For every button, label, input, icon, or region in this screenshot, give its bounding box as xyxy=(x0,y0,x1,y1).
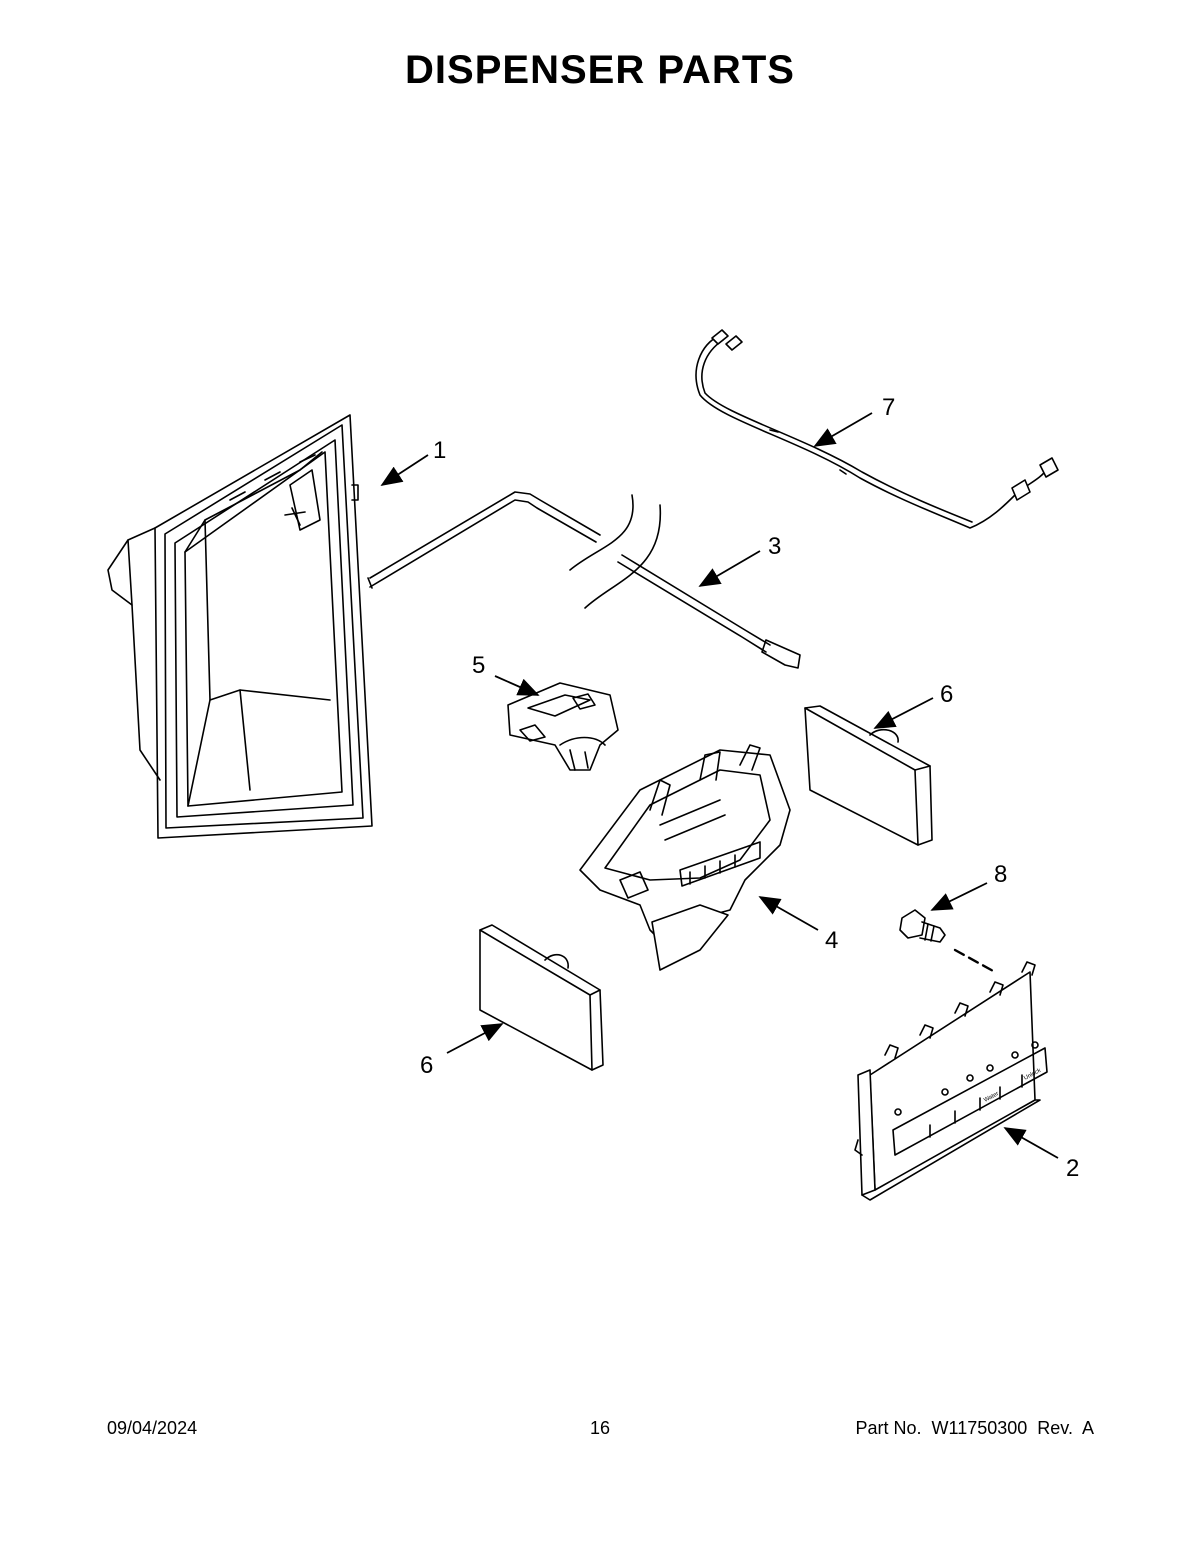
wire-harness-part xyxy=(695,329,1059,529)
page-title: DISPENSER PARTS xyxy=(405,48,795,92)
paddle-left-part xyxy=(479,924,604,1071)
arrow-7 xyxy=(813,412,873,447)
callout-6-left: 6 xyxy=(420,1052,433,1079)
footer-part-number: Part No. W11750300 Rev. A xyxy=(855,1418,1094,1438)
callout-arrows xyxy=(380,412,1059,1159)
footer-date: 09/04/2024 xyxy=(107,1418,198,1438)
arrow-3 xyxy=(698,550,761,587)
callout-6-right: 6 xyxy=(940,681,953,708)
arrow-1 xyxy=(380,454,429,486)
callout-labels: 1 2 3 4 5 6 6 7 8 xyxy=(420,394,1079,1182)
screw-part xyxy=(899,909,997,974)
arrow-5 xyxy=(494,675,540,696)
footer-page-number: 16 xyxy=(589,1418,611,1438)
callout-3: 3 xyxy=(768,533,781,560)
arrow-6-left xyxy=(446,1023,504,1054)
callout-2: 2 xyxy=(1066,1155,1079,1182)
arrow-2 xyxy=(1003,1127,1059,1159)
callout-1: 1 xyxy=(433,437,446,464)
callout-8: 8 xyxy=(994,861,1007,888)
front-panel-part xyxy=(854,961,1048,1201)
arrow-4 xyxy=(758,896,819,931)
arrow-6-right xyxy=(873,697,934,729)
callout-5: 5 xyxy=(472,652,485,679)
callout-7: 7 xyxy=(882,394,895,421)
dispenser-base-part xyxy=(579,744,791,971)
housing-part xyxy=(107,414,373,839)
water-tube-part xyxy=(367,491,801,669)
paddle-right-part xyxy=(804,705,933,846)
callout-4: 4 xyxy=(825,927,838,954)
lever-bracket-part xyxy=(507,682,619,771)
arrow-8 xyxy=(930,882,988,911)
